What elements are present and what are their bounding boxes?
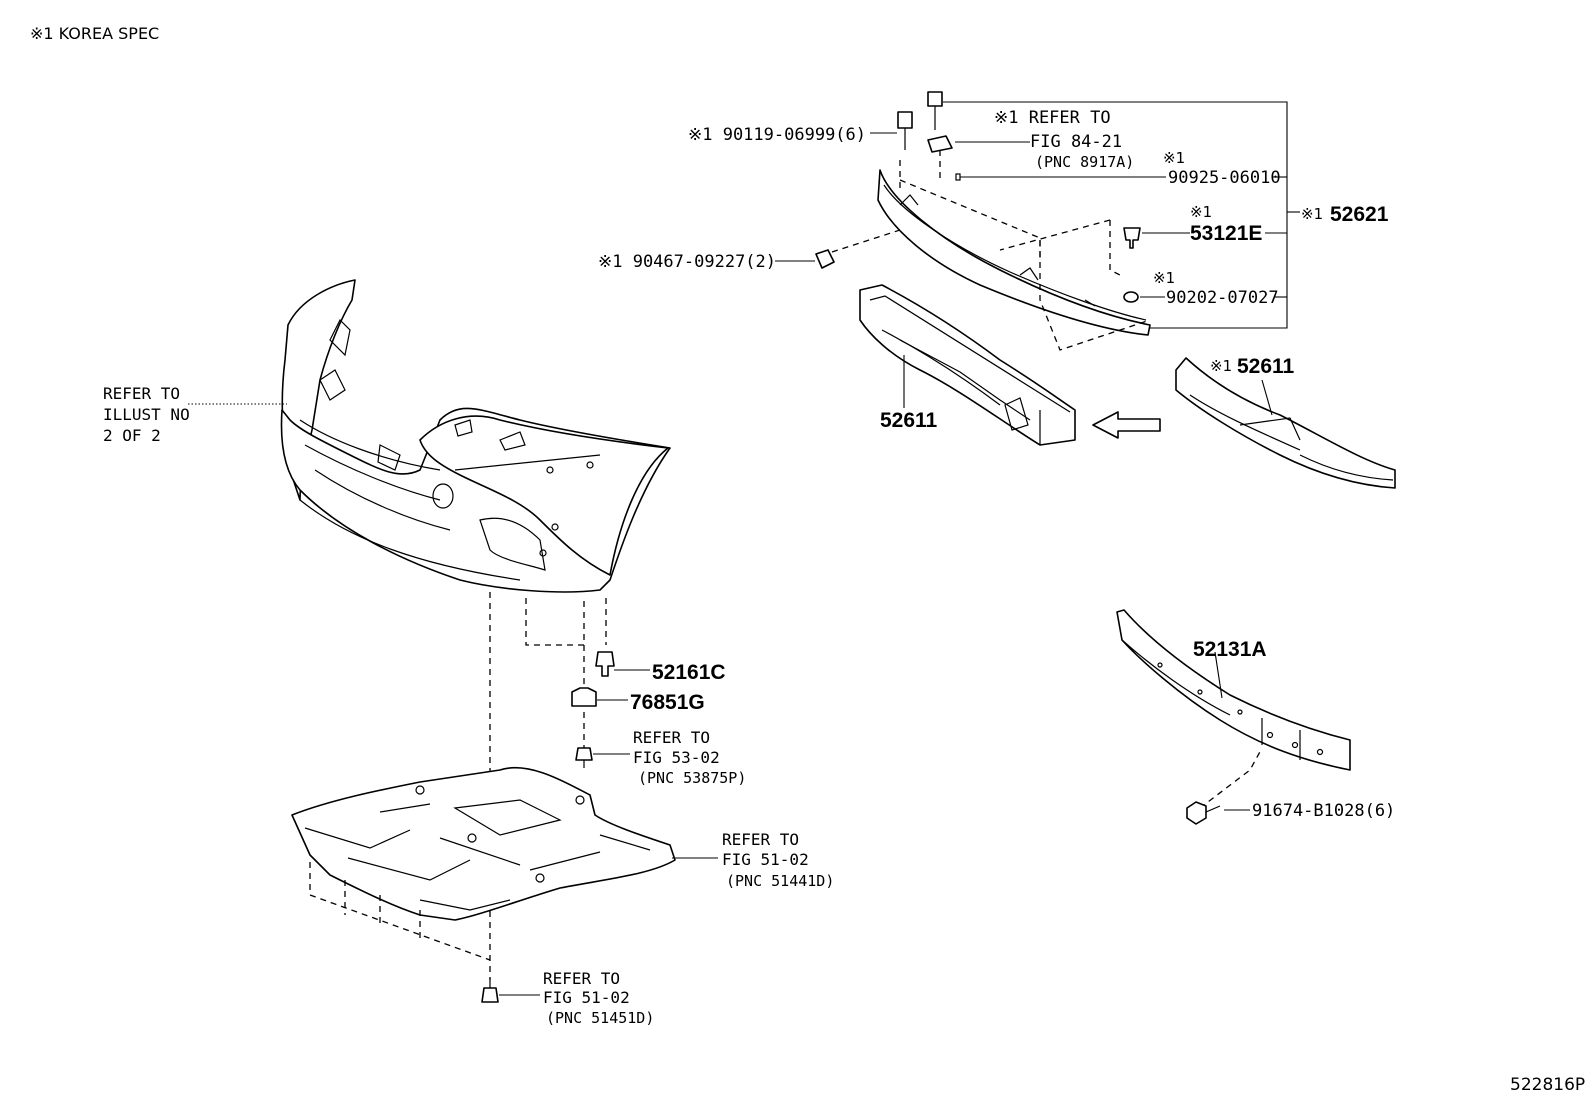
svg-text:52621: 52621 [1330,203,1389,226]
svg-text:52611: 52611 [1237,355,1295,378]
svg-text:※1 90119-06999(6): ※1 90119-06999(6) [688,125,866,145]
illustration-id: 522816P [1510,1075,1585,1095]
front-bumper-cover [280,279,671,593]
korea-spec-note: ※1 KOREA SPEC [30,24,159,43]
svg-text:2 OF 2: 2 OF 2 [103,426,161,445]
svg-text:52611: 52611 [880,409,938,432]
group-bracket-52621: ※1 52621 [943,101,1389,329]
svg-text:※1: ※1 [1163,149,1185,167]
svg-text:FIG 51-02: FIG 51-02 [722,850,809,869]
energy-absorber-52611-left: 52611 [859,284,1076,446]
svg-text:※1 REFER TO: ※1 REFER TO [994,108,1111,128]
svg-text:FIG 51-02: FIG 51-02 [543,988,630,1007]
washer-90202: ※1 90202-07027 [1123,269,1287,308]
bolt-91674: 91674-B1028(6) [1186,747,1395,825]
svg-text:FIG 84-21: FIG 84-21 [1030,132,1122,152]
svg-text:(PNC 51451D): (PNC 51451D) [546,1009,654,1027]
svg-text:※1 90467-09227(2): ※1 90467-09227(2) [598,252,776,272]
screw-51451d: REFER TO FIG 51-02 (PNC 51451D) [481,969,654,1027]
clip-53121e: ※1 53121E [1123,203,1287,249]
svg-text:REFER TO: REFER TO [633,728,710,747]
svg-text:90925-06010: 90925-06010 [1168,168,1281,188]
svg-text:REFER TO: REFER TO [722,830,799,849]
bumper-retainer-52621 [877,169,1151,336]
refer-illust-callout: REFER TO ILLUST NO 2 OF 2 [103,384,287,445]
svg-text:52131A: 52131A [1193,638,1267,661]
bumper-reinforcement-52131a: 52131A [1116,609,1351,771]
svg-text:※1: ※1 [1210,357,1232,375]
svg-text:REFER TO: REFER TO [103,384,180,403]
energy-absorber-52611-right: ※1 52611 [1175,355,1396,489]
svg-text:REFER TO: REFER TO [543,969,620,988]
svg-text:ILLUST NO: ILLUST NO [103,405,190,424]
direction-arrow-icon [1092,411,1161,439]
svg-text:※1: ※1 [1153,269,1175,287]
part-90925-06010: ※1 90925-06010 [955,149,1287,188]
svg-text:※1: ※1 [1301,205,1323,223]
clip-52161c: 52161C [595,651,726,684]
svg-text:FIG 53-02: FIG 53-02 [633,748,720,767]
refer-51441d-callout: REFER TO FIG 51-02 (PNC 51441D) [672,830,834,890]
svg-text:※1: ※1 [1190,203,1212,221]
svg-text:90202-07027: 90202-07027 [1166,288,1279,308]
bolt-top: ※1 REFER TO FIG 84-21 (PNC 8917A) [927,91,1134,171]
svg-text:91674-B1028(6): 91674-B1028(6) [1252,801,1395,821]
engine-under-cover [291,766,676,921]
svg-text:52161C: 52161C [652,661,726,684]
svg-text:53121E: 53121E [1190,222,1262,245]
nut-90467: ※1 90467-09227(2) [598,249,835,272]
bolt-90119: ※1 90119-06999(6) [688,111,913,150]
retainer-76851g: 76851G [571,687,705,714]
screw-53875p: REFER TO FIG 53-02 (PNC 53875P) [575,728,746,787]
svg-text:(PNC 8917A): (PNC 8917A) [1035,153,1134,171]
svg-text:(PNC 51441D): (PNC 51441D) [726,872,834,890]
svg-text:76851G: 76851G [630,691,705,714]
svg-text:(PNC 53875P): (PNC 53875P) [638,769,746,787]
